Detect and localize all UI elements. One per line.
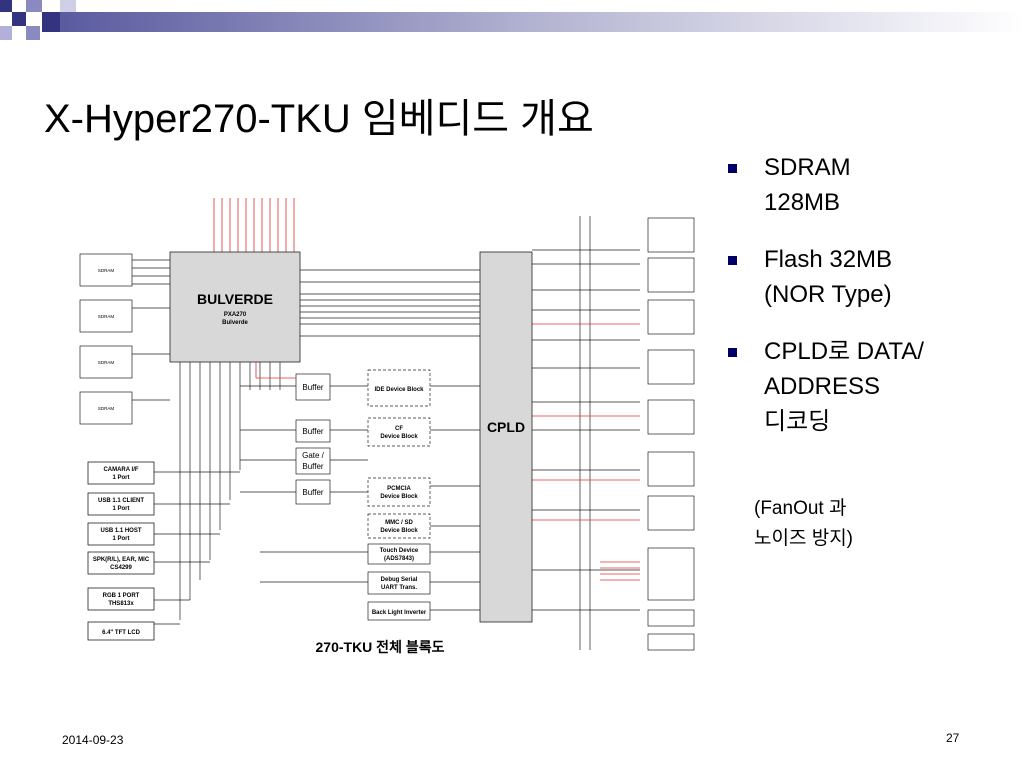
sdram-label-2: SDRAM: [98, 314, 115, 319]
mmc-block-label-2: Device Block: [380, 528, 418, 534]
bullet-text-3c: 디코딩: [764, 408, 831, 435]
mmc-device-block: [367, 513, 431, 539]
bullet-list: SDRAM 128MB Flash 32MB (NOR Type) CPLD로 …: [722, 150, 1012, 461]
ide-block-label: IDE Device Block: [374, 387, 424, 393]
rgb-label-1: RGB 1 PORT: [103, 593, 140, 599]
slide-title: X-Hyper270-TKU 임베디드 개요: [44, 97, 594, 141]
bullet-item-cpld: CPLD로 DATA/ ADDRESS 디코딩: [722, 334, 1012, 439]
right-chip-box-10: [647, 633, 695, 651]
right-chip-box-9: [647, 609, 695, 627]
audio-label-2: CS4299: [110, 565, 132, 571]
bulverde-soc-block: [169, 251, 301, 363]
debug-serial-block: [367, 571, 431, 595]
note-line-2: 노이즈 방지): [754, 528, 854, 549]
backlight-block-label: Back Light Inverter: [372, 610, 427, 616]
backlight-block: [367, 601, 431, 621]
buffer-box-1: [295, 373, 331, 401]
camera-label-2: 1 Port: [112, 475, 129, 481]
bullet-square-icon: [728, 348, 737, 357]
right-chip-box-3: [647, 299, 695, 335]
buffer-label-3: Buffer: [302, 488, 324, 497]
diagram-caption: 270-TKU 전체 블록도: [316, 639, 445, 655]
decorative-corner-pattern: [0, 0, 1024, 40]
tft-label: 6.4" TFT LCD: [102, 630, 141, 636]
touch-block-label-2: (ADS7843): [384, 556, 414, 562]
pcmcia-device-block: [367, 477, 431, 507]
soc-subtitle-2: Bulverde: [222, 320, 248, 326]
bullet-square-icon: [728, 164, 737, 173]
audio-label-1: SPK(R/L), EAR, MIC: [93, 557, 150, 563]
bullet-text-1b: 128MB: [764, 189, 841, 216]
gate-buffer-label-2: Buffer: [302, 462, 324, 471]
pcmcia-block-label-2: Device Block: [380, 494, 418, 500]
bullet-text-3a: CPLD로 DATA/: [764, 338, 924, 365]
right-chip-box-7: [647, 495, 695, 531]
sdram-box-2: [79, 299, 133, 333]
buffer-box-2: [295, 419, 331, 443]
touch-device-block: [367, 543, 431, 565]
sdram-box-3: [79, 345, 133, 379]
bullet-text-2b: (NOR Type): [764, 281, 892, 308]
bullet-square-icon: [728, 256, 737, 265]
bullet-item-sdram: SDRAM 128MB: [722, 150, 1012, 220]
right-chip-box-4: [647, 349, 695, 385]
pcmcia-block-label-1: PCMCIA: [387, 486, 411, 492]
usb-client-box: [87, 492, 155, 516]
usb-client-label-2: 1 Port: [112, 506, 129, 512]
slide-date: 2014-09-23: [62, 733, 124, 747]
bullet-item-flash: Flash 32MB (NOR Type): [722, 242, 1012, 312]
usb-host-label-1: USB 1.1 HOST: [100, 528, 141, 534]
cf-block-label-2: Device Block: [380, 434, 418, 440]
right-chip-box-2: [647, 257, 695, 293]
gate-buffer-label-1: Gate /: [302, 451, 325, 460]
sdram-box-4: [79, 391, 133, 425]
usb-host-label-2: 1 Port: [112, 536, 129, 542]
soc-subtitle-1: PXA270: [224, 312, 247, 318]
rgb-label-2: THS813x: [108, 601, 134, 607]
sdram-label-3: SDRAM: [98, 360, 115, 365]
buffer-label-2: Buffer: [302, 427, 324, 436]
right-chip-box-5: [647, 399, 695, 435]
debug-block-label-1: Debug Serial: [381, 577, 418, 583]
tft-box: [87, 621, 155, 641]
sdram-label-1: SDRAM: [98, 268, 115, 273]
right-chip-box-8: [647, 547, 695, 601]
audio-box: [87, 551, 155, 575]
usb-host-box: [87, 522, 155, 546]
bullet-text-2a: Flash 32MB: [764, 246, 893, 273]
bullet-text-3b: ADDRESS: [764, 373, 881, 400]
page-number: 27: [946, 731, 960, 745]
sdram-label-4: SDRAM: [98, 406, 115, 411]
buffer-label-1: Buffer: [302, 383, 324, 392]
right-chip-box-6: [647, 451, 695, 487]
cpld-block: [479, 251, 533, 623]
camera-box: [87, 461, 155, 485]
debug-block-label-2: UART Trans.: [381, 585, 417, 591]
mmc-block-label-1: MMC / SD: [385, 520, 413, 526]
ide-device-block: [367, 369, 431, 407]
fanout-note: (FanOut 과 노이즈 방지): [754, 494, 853, 554]
cf-block-label-1: CF: [395, 426, 403, 432]
gate-buffer-box: [295, 447, 331, 475]
cf-device-block: [367, 417, 431, 447]
rgb-box: [87, 587, 155, 611]
touch-block-label-1: Touch Device: [380, 548, 419, 554]
camera-label-1: CAMARA I/F: [103, 467, 138, 473]
usb-client-label-1: USB 1.1 CLIENT: [98, 498, 144, 504]
bullet-text-1a: SDRAM: [764, 154, 851, 181]
soc-title: BULVERDE: [197, 291, 273, 307]
block-diagram: BULVERDE PXA270 Bulverde CPLD SDRAM SDRA…: [79, 198, 695, 655]
right-chip-box-1: [647, 217, 695, 253]
sdram-box-1: [79, 253, 133, 287]
cpld-title: CPLD: [487, 419, 525, 435]
red-signal-lines: [213, 198, 640, 581]
note-line-1: (FanOut 과: [754, 498, 847, 519]
